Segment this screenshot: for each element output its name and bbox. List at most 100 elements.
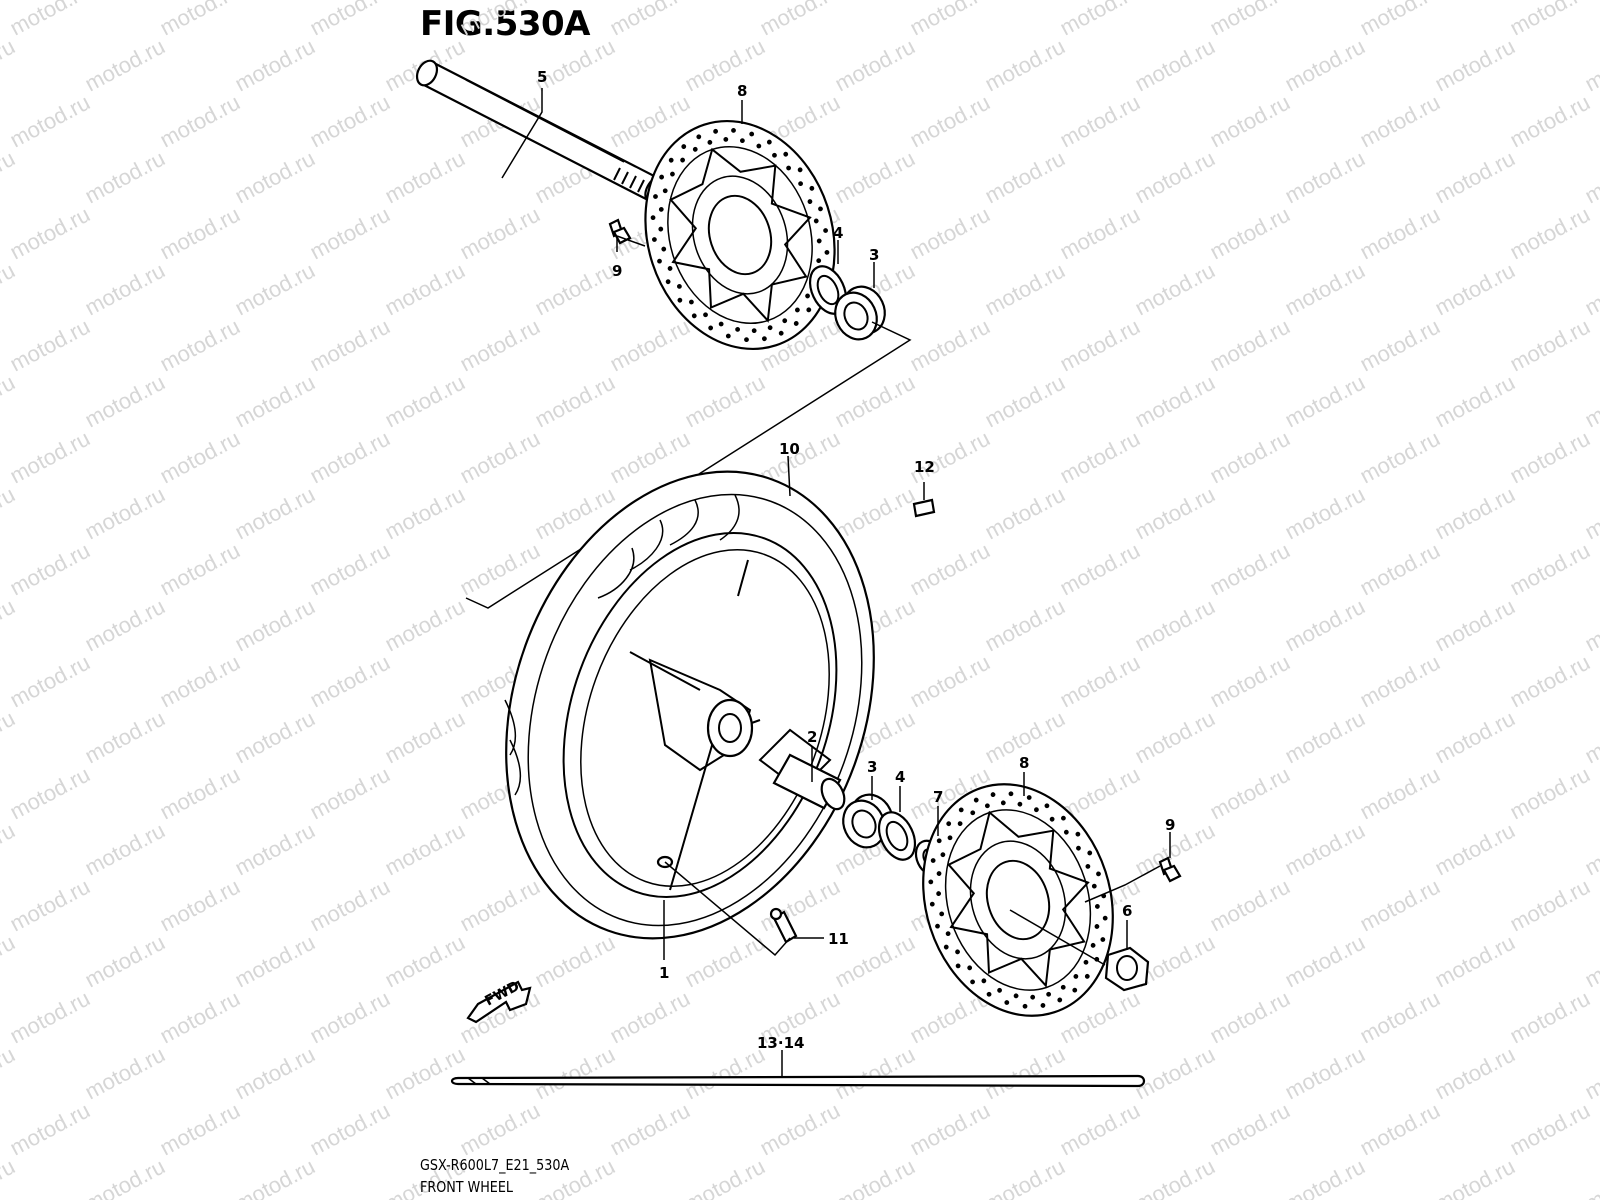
- disc-drill-hole: [692, 146, 698, 152]
- watermark-text: motod.ru: [456, 0, 544, 40]
- watermark-text: motod.ru: [381, 146, 469, 209]
- watermark-text: motod.ru: [381, 258, 469, 321]
- watermark-text: motod.ru: [1356, 762, 1444, 825]
- callout-2: 2: [807, 728, 817, 746]
- watermark-text: motod.ru: [1581, 594, 1600, 657]
- watermark-text: motod.ru: [306, 1098, 394, 1161]
- disc-drill-hole: [809, 185, 815, 191]
- watermark-text: motod.ru: [0, 370, 19, 433]
- watermark-text: motod.ru: [831, 34, 919, 97]
- disc-drill-hole: [653, 194, 658, 199]
- watermark-text: motod.ru: [231, 34, 319, 97]
- disc-drill-hole: [761, 336, 767, 342]
- watermark-text: motod.ru: [1281, 370, 1369, 433]
- disc-drill-hole: [677, 283, 682, 289]
- watermark-text: motod.ru: [1356, 202, 1444, 265]
- watermark-text: motod.ru: [81, 482, 169, 545]
- watermark-text: motod.ru: [381, 706, 469, 769]
- watermark-text: motod.ru: [831, 370, 919, 433]
- disc-bolt-lower-part-9[interactable]: [1158, 856, 1182, 883]
- watermark-text: motod.ru: [606, 1098, 694, 1161]
- watermark-text: motod.ru: [1581, 818, 1600, 881]
- watermark-text: motod.ru: [6, 0, 94, 40]
- disc-drill-hole: [929, 901, 935, 907]
- watermark-text: motod.ru: [306, 202, 394, 265]
- disc-drill-hole: [707, 139, 713, 145]
- watermark-text: motod.ru: [1056, 650, 1144, 713]
- rim-tape-part-13-14[interactable]: [450, 1074, 1146, 1088]
- watermark-text: motod.ru: [531, 258, 619, 321]
- valve-part-11[interactable]: [769, 907, 798, 944]
- watermark-text: motod.ru: [0, 706, 19, 769]
- front-wheel-part-1[interactable]: [443, 420, 936, 991]
- disc-drill-hole: [772, 152, 777, 158]
- watermark-text: motod.ru: [81, 1154, 169, 1200]
- brake-disc-lower-part-8[interactable]: [894, 759, 1142, 1040]
- disc-drill-hole: [813, 218, 819, 224]
- watermark-text: motod.ru: [1131, 370, 1219, 433]
- watermark-text: motod.ru: [1431, 1042, 1519, 1105]
- watermark-text: motod.ru: [1506, 0, 1594, 40]
- callout-13-14: 13·14: [757, 1034, 804, 1052]
- axle-nut-part-6[interactable]: [1104, 946, 1150, 992]
- disc-drill-hole: [1049, 816, 1055, 822]
- nut-guide-line: [1009, 909, 1106, 966]
- watermark-text: motod.ru: [156, 650, 244, 713]
- watermark-text: motod.ru: [981, 370, 1069, 433]
- balance-weight-part-12[interactable]: [912, 498, 936, 518]
- watermark-text: motod.ru: [906, 0, 994, 40]
- watermark-text: motod.ru: [1056, 202, 1144, 265]
- figure-title: FIG.530A: [420, 4, 590, 44]
- watermark-text: motod.ru: [1206, 90, 1294, 153]
- brake-disc-upper-part-8[interactable]: [617, 96, 864, 374]
- watermark-text: motod.ru: [981, 594, 1069, 657]
- watermark-text: motod.ru: [0, 1154, 19, 1200]
- disc-drill-hole: [681, 144, 687, 149]
- watermark-text: motod.ru: [306, 986, 394, 1049]
- disc-drill-hole: [824, 249, 830, 255]
- watermark-text: motod.ru: [0, 1042, 19, 1105]
- disc-drill-hole: [708, 325, 714, 331]
- watermark-text: motod.ru: [1506, 762, 1594, 825]
- watermark-text: motod.ru: [156, 874, 244, 937]
- watermark-text: motod.ru: [1206, 762, 1294, 825]
- watermark-text: motod.ru: [1356, 650, 1444, 713]
- disc-drill-hole: [670, 171, 675, 177]
- disc-drill-hole: [1057, 997, 1063, 1003]
- disc-drill-hole: [766, 139, 772, 145]
- watermark-text: motod.ru: [1056, 426, 1144, 489]
- disc-drill-hole: [749, 131, 755, 137]
- dust-seal-lower-part-4[interactable]: [872, 807, 922, 866]
- disc-drill-hole: [1008, 791, 1014, 797]
- disc-drill-hole: [1030, 994, 1036, 1000]
- disc-drill-hole: [1094, 904, 1100, 909]
- watermark-text: motod.ru: [1206, 202, 1294, 265]
- callout-10: 10: [779, 440, 800, 458]
- watermark-text: motod.ru: [1581, 258, 1600, 321]
- disc-drill-hole: [930, 858, 936, 863]
- disc-drill-hole: [713, 128, 719, 134]
- disc-drill-hole: [997, 987, 1002, 993]
- spacer-part-2[interactable]: [772, 753, 849, 813]
- disc-drill-hole: [1084, 973, 1090, 979]
- disc-drill-hole: [767, 325, 773, 331]
- watermark-text: motod.ru: [1281, 706, 1369, 769]
- watermark-text: motod.ru: [1356, 1098, 1444, 1161]
- bearing-upper-part-3[interactable]: [828, 280, 893, 346]
- watermark-text: motod.ru: [906, 314, 994, 377]
- disc-drill-hole: [665, 279, 671, 285]
- disc-drill-hole: [1096, 871, 1101, 877]
- watermark-text: motod.ru: [1281, 146, 1369, 209]
- watermark-text: motod.ru: [6, 1098, 94, 1161]
- watermark-text: motod.ru: [81, 706, 169, 769]
- watermark-text: motod.ru: [1581, 34, 1600, 97]
- watermark-text: motod.ru: [0, 258, 19, 321]
- watermark-text: motod.ru: [231, 706, 319, 769]
- disc-drill-hole: [793, 321, 799, 326]
- watermark-text: motod.ru: [681, 1042, 769, 1105]
- disc-drill-hole: [1063, 829, 1069, 835]
- callout-12: 12: [914, 458, 935, 476]
- disc-drill-hole: [657, 258, 662, 264]
- disc-drill-hole: [650, 215, 656, 221]
